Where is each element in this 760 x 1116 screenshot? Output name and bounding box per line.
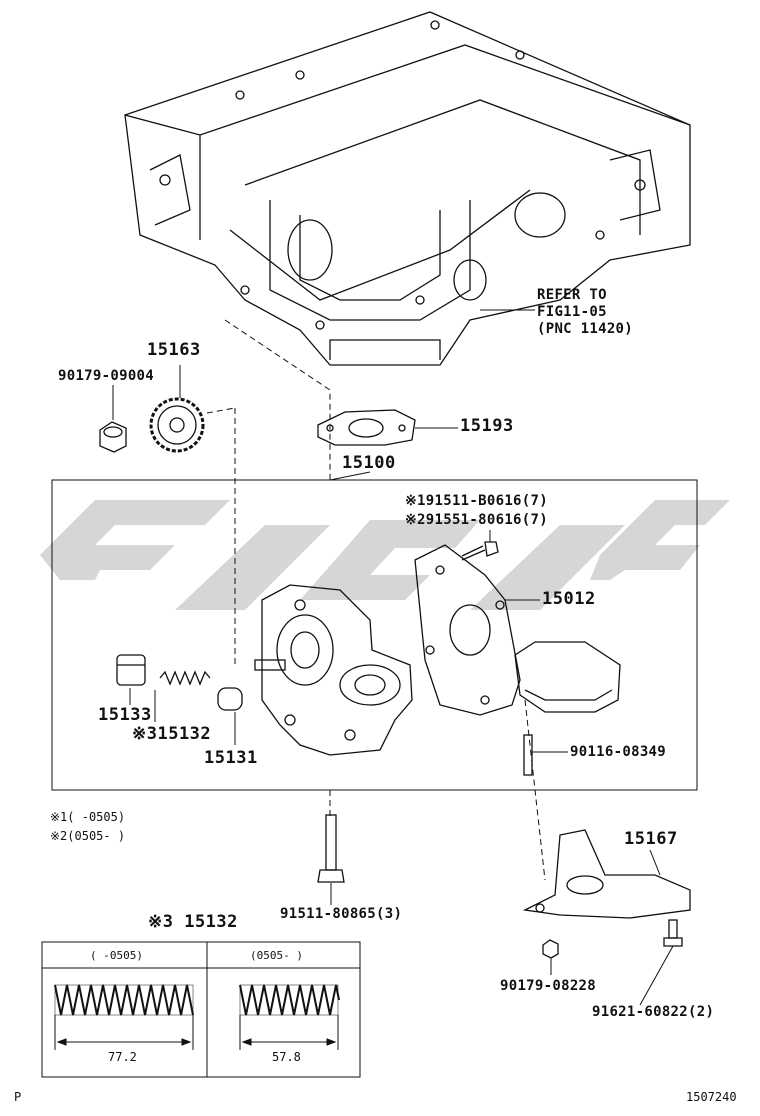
refer-line-3: (PNC 11420)	[537, 321, 634, 337]
note-2: ※2(0505- )	[50, 829, 126, 843]
watermark-logo	[40, 500, 730, 610]
nut-90179-09004	[99, 421, 127, 453]
spring-table-title: ※3 15132	[148, 912, 238, 932]
part-15132[interactable]: ※315132	[132, 724, 212, 744]
part-15131[interactable]: 15131	[204, 748, 258, 768]
spring-table	[41, 941, 361, 1078]
gasket-15193	[317, 409, 416, 446]
part-91511-80865[interactable]: 91511-80865(3)	[280, 906, 403, 922]
part-91621-60822[interactable]: 91621-60822(2)	[592, 1004, 715, 1020]
spring-col1-header: ( -0505)	[90, 949, 143, 962]
assembly-box	[51, 479, 698, 791]
spring-col2-header: (0505- )	[250, 949, 303, 962]
spring-col1-length: 77.2	[108, 1050, 137, 1064]
part-15167[interactable]: 15167	[624, 829, 678, 849]
stud-90116-08349	[523, 734, 533, 776]
refer-line-2: FIG11-05	[537, 304, 607, 320]
spring-col2-length: 57.8	[272, 1050, 301, 1064]
note-1: ※1( -0505)	[50, 810, 126, 824]
oil-strainer	[514, 641, 621, 713]
part-90179-08228[interactable]: 90179-08228	[500, 978, 597, 994]
part-15133[interactable]: 15133	[98, 705, 152, 725]
part-90116-08349[interactable]: 90116-08349	[570, 744, 667, 760]
footer-figure-number: 1507240	[686, 1090, 737, 1104]
part-15193[interactable]: 15193	[460, 416, 514, 436]
refer-line-1: REFER TO	[537, 287, 607, 303]
relief-valve-parts	[116, 654, 243, 711]
pump-cover-15012	[414, 544, 521, 716]
part-91511-b0616[interactable]: ※191511-B0616(7)	[405, 493, 548, 509]
part-91551-80616[interactable]: ※291551-80616(7)	[405, 512, 548, 528]
oil-pump-body	[254, 584, 413, 756]
bracket-15167	[522, 829, 691, 919]
bolt-91511-80865	[317, 814, 345, 883]
oil-pan-drawing	[124, 11, 691, 366]
nut-90179-08228	[542, 939, 559, 959]
sprocket-15163	[149, 397, 205, 453]
footer-page-marker: P	[14, 1090, 22, 1104]
part-15163[interactable]: 15163	[147, 340, 201, 360]
part-15012[interactable]: 15012	[542, 589, 596, 609]
bolt-91621-60822	[663, 919, 683, 947]
part-90179-09004[interactable]: 90179-09004	[58, 368, 155, 384]
bolt-91511-b0616	[461, 541, 499, 561]
part-15100[interactable]: 15100	[342, 453, 396, 473]
